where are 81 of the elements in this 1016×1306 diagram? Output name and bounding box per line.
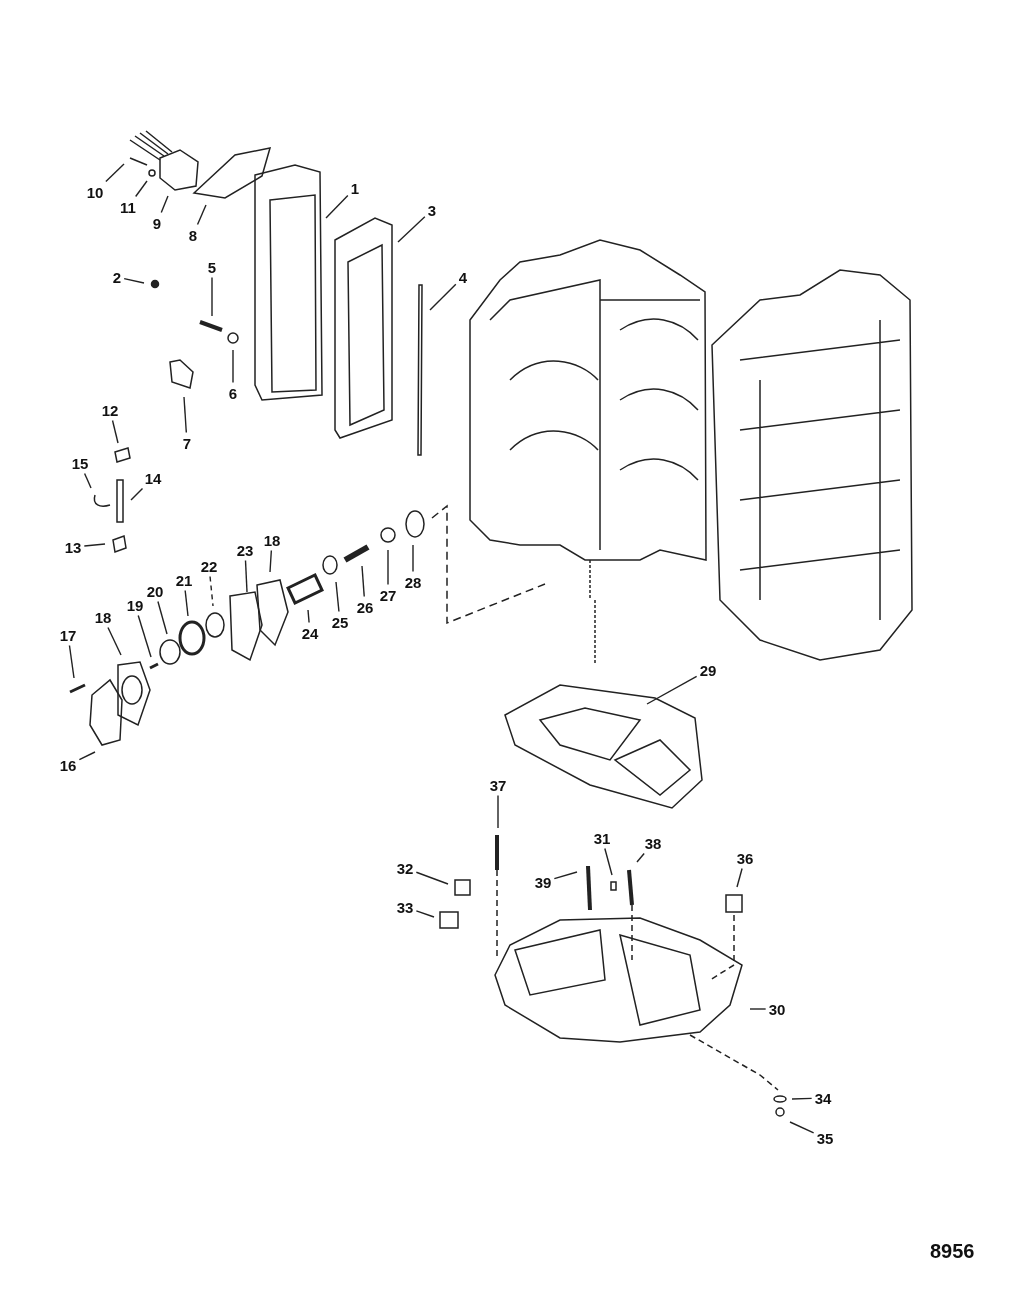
callout-number: 33 [396,899,414,915]
leader-line [68,644,75,679]
callout-number: 13 [64,539,82,555]
leader-line [789,1121,815,1134]
callout-number: 23 [236,542,254,558]
callout-number: 32 [396,860,414,876]
callout-number: 1 [350,180,360,196]
leader-line [646,675,698,705]
callout-number: 16 [59,757,77,773]
leader-line [736,867,743,888]
callout-number: 3 [427,202,437,218]
leader-line [183,396,187,434]
leader-line [335,581,340,613]
leader-line [415,910,435,918]
leader-line [397,216,426,243]
callout-number: 39 [534,874,552,890]
callout-number: 34 [814,1090,832,1106]
leader-line [791,1097,813,1100]
callout-number: 25 [331,614,349,630]
callout-number: 28 [404,574,422,590]
leader-line [244,559,248,593]
leader-line [78,751,96,761]
callout-number: 10 [86,184,104,200]
leader-line [184,589,189,617]
callout-number: 5 [207,259,217,275]
callout-number: 7 [182,435,192,451]
leader-line [157,600,168,635]
callout-number: 8 [188,227,198,243]
callout-number: 6 [228,385,238,401]
leader-line [307,609,310,624]
callout-number: 24 [301,625,319,641]
leader-line [111,419,119,444]
leader-line [211,276,213,317]
callout-number: 2 [112,269,122,285]
callout-number: 17 [59,627,77,643]
callout-number: 15 [71,455,89,471]
figure-number: 8956 [930,1240,975,1263]
callout-number: 9 [152,215,162,231]
leader-line [232,349,234,384]
callout-number: 11 [120,199,136,215]
callout-number: 18 [263,532,281,548]
callout-number: 4 [458,269,468,285]
leader-line [105,163,125,183]
callout-number: 35 [816,1130,834,1146]
callout-number: 19 [126,597,144,613]
leader-line [130,487,144,501]
leader-line [137,614,152,658]
leader-line [429,283,457,311]
leader-line [325,194,349,219]
callout-number: 12 [101,402,119,418]
callout-number: 22 [200,558,218,574]
leader-line [415,871,449,885]
leader-line [749,1008,767,1010]
leader-line [387,549,389,586]
callout-number: 14 [144,470,162,486]
leader-line [83,543,106,547]
callout-number: 31 [593,830,611,846]
leader-line [209,575,214,607]
leader-line [83,472,92,489]
callout-number: 30 [768,1001,786,1017]
callout-number: 18 [94,609,112,625]
leader-line [134,180,148,198]
callout-number: 38 [644,835,662,851]
callout-number: 20 [146,583,164,599]
callout-number: 21 [175,572,193,588]
leader-line [196,204,207,226]
callout-number: 27 [379,587,397,603]
leader-line [636,852,645,863]
leader-line [497,794,499,829]
leader-line [604,847,613,876]
leader-line [123,277,145,284]
callout-number: 29 [699,662,717,678]
callout-number: 37 [489,777,507,793]
callout-number: 36 [736,850,754,866]
leader-line [107,626,122,656]
leader-line [553,871,578,880]
leader-line [160,195,169,214]
leader-line [361,565,365,598]
leader-line [269,549,273,573]
callout-number: 26 [356,599,374,615]
leader-line [412,544,414,573]
